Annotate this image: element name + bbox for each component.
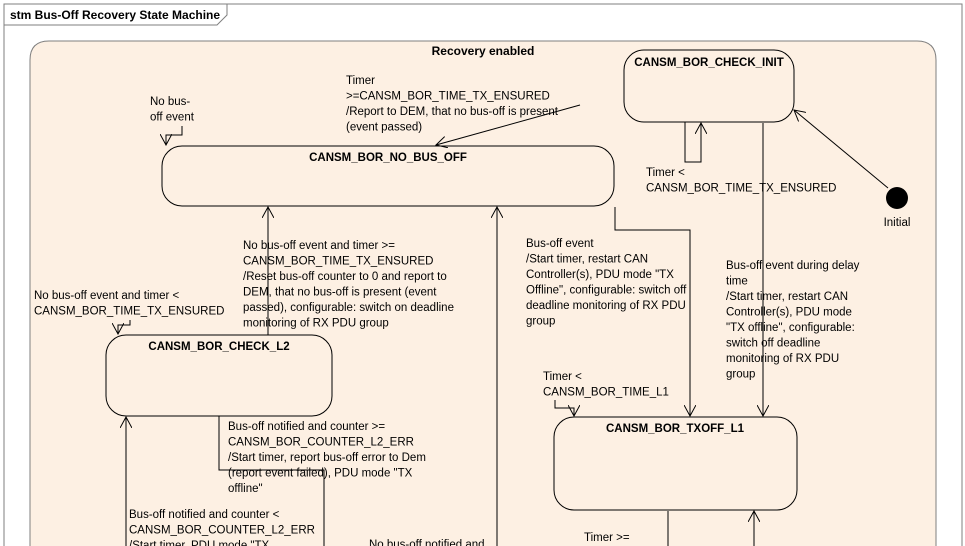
transition-label-line: CANSM_BOR_COUNTER_L2_ERR (228, 437, 414, 449)
transition-label-t-tx-bottom: Timer >= (584, 532, 630, 544)
state-no-bus-off-label: CANSM_BOR_NO_BUS_OFF (309, 152, 467, 164)
transition-label-line: No bus-off event and timer >= (243, 240, 395, 252)
region-title: Recovery enabled (432, 44, 535, 58)
transition-label-line: /Start timer, PDU mode "TX (129, 540, 270, 546)
transition-label-t-init-to-tx: Bus-off event during delay time/Start tim… (726, 260, 860, 381)
transition-label-t-init-self: Timer < CANSM_BOR_TIME_TX_ENSURED (646, 167, 836, 195)
transition-label-line: >=CANSM_BOR_TIME_TX_ENSURED (346, 91, 550, 103)
transition-label-t-l2-bottom: Bus-off notified and counter < CANSM_BOR_… (129, 509, 315, 546)
transition-label-line: monitoring of RX PDU (726, 353, 839, 365)
transition-label-line: Bus-off notified and counter < (129, 509, 280, 521)
transition-no-bus-off-to-txoff-l1 (614, 207, 690, 416)
state-check-init-label: CANSM_BOR_CHECK_INIT (634, 57, 784, 69)
transition-label-line: /Start timer, report bus-off error to De… (228, 452, 426, 464)
frame-tab (4, 4, 228, 26)
transition-label-line: DEM, that no bus-off is present (event (243, 287, 437, 299)
transition-initial-to-check-init (794, 110, 889, 189)
transition-label-line: time (726, 276, 748, 288)
transition-label-line: /Start timer, restart CAN (526, 254, 648, 266)
transition-label-line: CANSM_BOR_TIME_TX_ENSURED (34, 306, 224, 318)
state-check-l2-label: CANSM_BOR_CHECK_L2 (148, 341, 289, 353)
state-txoff-l1-label: CANSM_BOR_TXOFF_L1 (606, 423, 745, 435)
transition-label-line: No bus-off notified and (369, 539, 485, 546)
transition-label-line: CANSM_BOR_TIME_TX_ENSURED (243, 256, 433, 268)
transition-check-l2-down (218, 416, 325, 546)
transition-label-line: offline" (228, 483, 263, 495)
transition-label-t-l2-self: No bus-off event and timer < CANSM_BOR_TI… (34, 290, 224, 318)
transition-label-t-nbo-self: No bus-off event (150, 96, 195, 124)
transition-label-line: CANSM_BOR_TIME_TX_ENSURED (646, 183, 836, 195)
transition-label-line: Timer < (646, 167, 685, 179)
transition-label-line: passed), configurable: switch on deadlin… (243, 302, 454, 314)
transition-txoff-l1-self (554, 400, 574, 416)
transition-label-line: Timer >= (584, 532, 630, 544)
transition-label-line: Timer (346, 75, 375, 87)
transition-label-line: group (726, 369, 755, 381)
transition-label-line: CANSM_BOR_COUNTER_L2_ERR (129, 525, 315, 537)
transition-label-line: Bus-off notified and counter >= (228, 421, 385, 433)
state-no-bus-off[interactable]: CANSM_BOR_NO_BUS_OFF (161, 145, 615, 207)
transition-label-line: switch off deadline (726, 338, 820, 350)
transition-label-line: (report event failed), PDU mode "TX (228, 468, 413, 480)
state-check-init[interactable]: CANSM_BOR_CHECK_INIT (623, 49, 795, 123)
transition-label-line: Bus-off event during delay (726, 260, 860, 272)
transition-label-t-l2-to-nbo: No bus-off event and timer >= CANSM_BOR_T… (243, 240, 454, 330)
initial-pseudostate (886, 187, 908, 209)
transition-label-line: deadline monitoring of RX PDU (526, 300, 686, 312)
transition-label-line: Offline", configurable: switch off (526, 285, 687, 297)
transition-label-line: off event (150, 112, 195, 124)
frame-title: stm Bus-Off Recovery State Machine (10, 8, 220, 22)
transition-no-bus-off-self (166, 126, 183, 145)
transition-label-line: /Report to DEM, that no bus-off is prese… (346, 106, 559, 118)
transition-label-line: Timer < (543, 371, 582, 383)
transition-label-t-nbo-bottom: No bus-off notified and (369, 539, 485, 546)
transition-check-init-self (684, 122, 701, 163)
transition-label-line: "TX offline", configurable: (726, 322, 855, 334)
transition-check-l2-self (118, 320, 131, 334)
transition-label-line: Controller(s), PDU mode "TX (526, 269, 674, 281)
initial-label: Initial (884, 217, 911, 229)
transition-label-line: Controller(s), PDU mode (726, 307, 852, 319)
transition-label-line: CANSM_BOR_TIME_L1 (543, 387, 669, 399)
transition-label-line: No bus-off event and timer < (34, 290, 179, 302)
state-txoff-l1[interactable]: CANSM_BOR_TXOFF_L1 (553, 416, 798, 511)
transition-label-line: monitoring of RX PDU group (243, 318, 389, 330)
transition-label-line: (event passed) (346, 122, 422, 134)
transition-label-line: /Reset bus-off counter to 0 and report t… (243, 271, 447, 283)
transition-label-line: group (526, 316, 555, 328)
transition-label-t-l2-down: Bus-off notified and counter >= CANSM_BOR… (228, 421, 426, 495)
transition-label-line: /Start timer, restart CAN (726, 291, 848, 303)
transition-label-line: Bus-off event (526, 238, 594, 250)
transition-label-line: No bus- (150, 96, 190, 108)
state-check-l2[interactable]: CANSM_BOR_CHECK_L2 (105, 334, 333, 417)
transition-label-t-nbo-to-tx: Bus-off event/Start timer, restart CAN Co… (526, 238, 687, 328)
transition-label-t-tx-self: Timer < CANSM_BOR_TIME_L1 (543, 371, 669, 399)
transition-check-init-to-no-bus-off (436, 104, 581, 145)
transition-label-t-init-to-nbo: Timer >=CANSM_BOR_TIME_TX_ENSURED/Report … (346, 75, 559, 134)
